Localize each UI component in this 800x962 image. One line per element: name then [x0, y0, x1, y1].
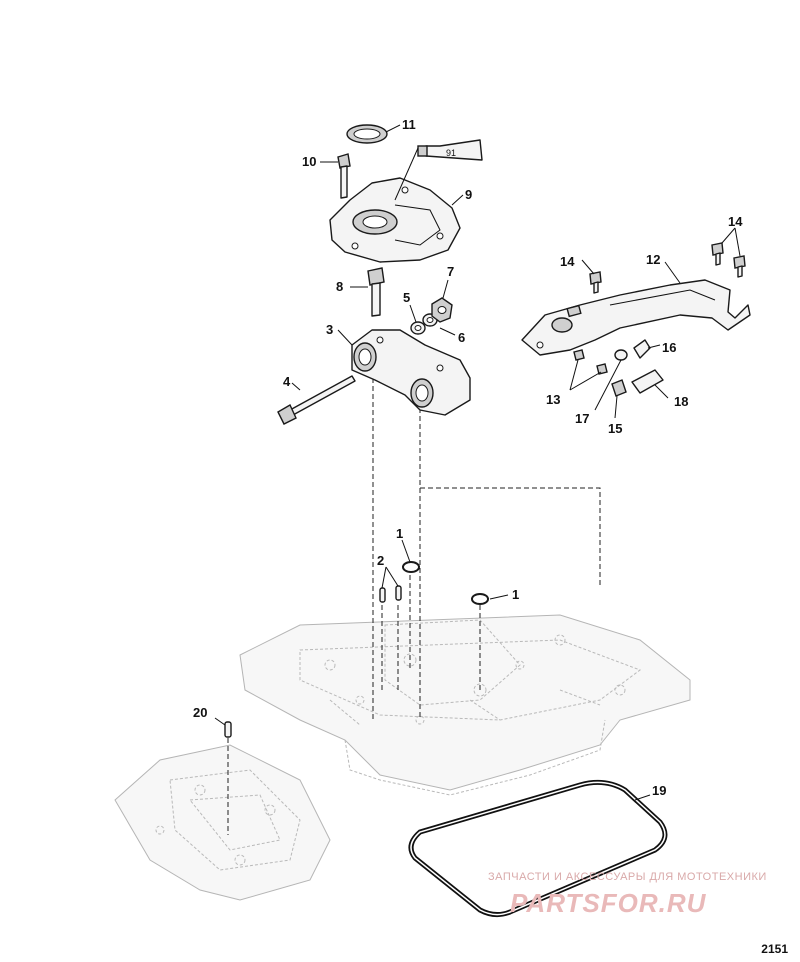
callout-3: 3	[326, 322, 333, 337]
watermark-subtitle: ЗАПЧАСТИ И АКСЕССУАРЫ ДЛЯ МОТОТЕХНИКИ	[488, 871, 767, 883]
dowel-pins-part-2	[379, 585, 402, 603]
bolt-part-8	[367, 267, 385, 317]
lower-plate	[114, 744, 331, 901]
bolt-part-14-right-a	[711, 242, 724, 266]
tube-label: 91	[446, 148, 456, 158]
callout-19: 19	[652, 783, 666, 798]
screw-part-13	[573, 349, 608, 375]
leader-lines	[214, 124, 741, 801]
gasket-part-19	[408, 779, 668, 918]
callout-1-upper: 1	[396, 526, 403, 541]
callout-20: 20	[193, 705, 207, 720]
callout-8: 8	[336, 279, 343, 294]
callout-labels: 11 10 9 8 7 5 6 3 4 12 14 14 13 17 15 16…	[193, 117, 743, 798]
callout-6: 6	[458, 330, 465, 345]
plate-part-18	[631, 369, 664, 394]
lever-part-12	[521, 279, 751, 356]
cover-part-9	[329, 177, 461, 263]
callout-13: 13	[546, 392, 560, 407]
o-ring-part-1-a	[402, 561, 420, 573]
callout-4: 4	[283, 374, 291, 389]
bolt-part-10	[337, 153, 351, 199]
callout-1-lower: 1	[512, 587, 519, 602]
block-part-15	[611, 379, 627, 397]
callout-15: 15	[608, 421, 622, 436]
figure-number: 2151	[761, 942, 788, 956]
nut-part-7	[431, 297, 453, 323]
callout-9: 9	[465, 187, 472, 202]
alignment-lines	[227, 370, 601, 835]
bolt-part-14-right-b	[733, 255, 746, 278]
callout-16: 16	[662, 340, 676, 355]
o-ring-part-1-b	[471, 593, 489, 605]
dowel-pin-part-20	[224, 721, 232, 738]
mount-bracket-part-3	[351, 329, 471, 416]
bolt-part-4	[277, 375, 356, 425]
bolt-part-14-left	[589, 271, 602, 294]
callout-14-right: 14	[728, 214, 743, 229]
clip-part-16	[633, 339, 651, 359]
grease-tube: 91	[417, 139, 483, 161]
watermark: ЗАПЧАСТИ И АКСЕССУАРЫ ДЛЯ МОТОТЕХНИКИ PA…	[488, 871, 767, 918]
callout-2: 2	[377, 553, 384, 568]
callout-12: 12	[646, 252, 660, 267]
seal-part-11	[346, 124, 388, 144]
callout-5: 5	[403, 290, 410, 305]
adapter-plate	[239, 614, 691, 796]
callout-17: 17	[575, 411, 589, 426]
callout-18: 18	[674, 394, 688, 409]
bushing-part-17	[614, 349, 628, 361]
callout-11: 11	[402, 117, 416, 132]
washer-part-5	[410, 321, 426, 335]
callout-7: 7	[447, 264, 454, 279]
callout-14-left: 14	[560, 254, 575, 269]
watermark-brand: PARTSFOR.RU	[510, 888, 707, 918]
callout-10: 10	[302, 154, 316, 169]
